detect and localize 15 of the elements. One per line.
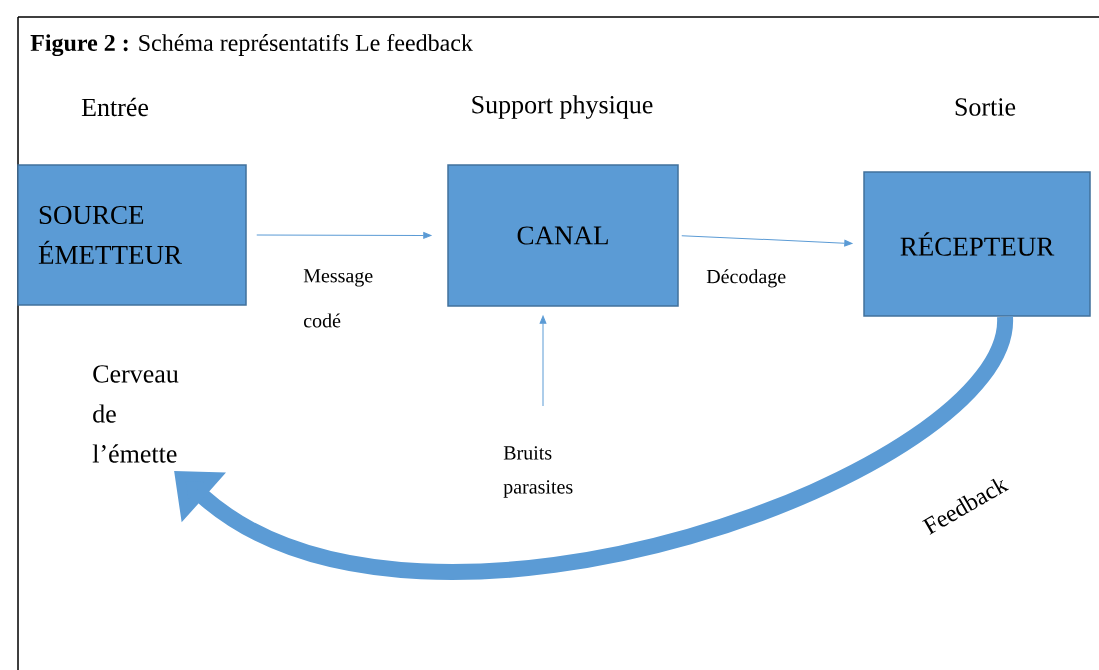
figure-title: Figure 2 : Schéma représentatifs Le feedback — [30, 33, 473, 57]
process-box: RÉCEPTEUR — [863, 171, 1091, 317]
text-label: Cerveau de l’émette — [92, 365, 179, 463]
arrow — [539, 315, 547, 407]
arrow — [256, 232, 432, 239]
column-heading: Entrée — [81, 97, 149, 117]
edge-label: Message codé — [303, 269, 373, 328]
process-box: CANAL — [447, 164, 679, 307]
column-heading: Support physique — [472, 95, 653, 119]
arrow — [681, 235, 853, 247]
arrow — [174, 314, 1013, 580]
text-label: Bruits parasites — [503, 446, 573, 498]
process-box: SOURCE ÉMETTEUR — [17, 164, 247, 306]
column-heading: Sortie — [955, 98, 1016, 116]
edge-label: Décodage — [706, 269, 786, 288]
